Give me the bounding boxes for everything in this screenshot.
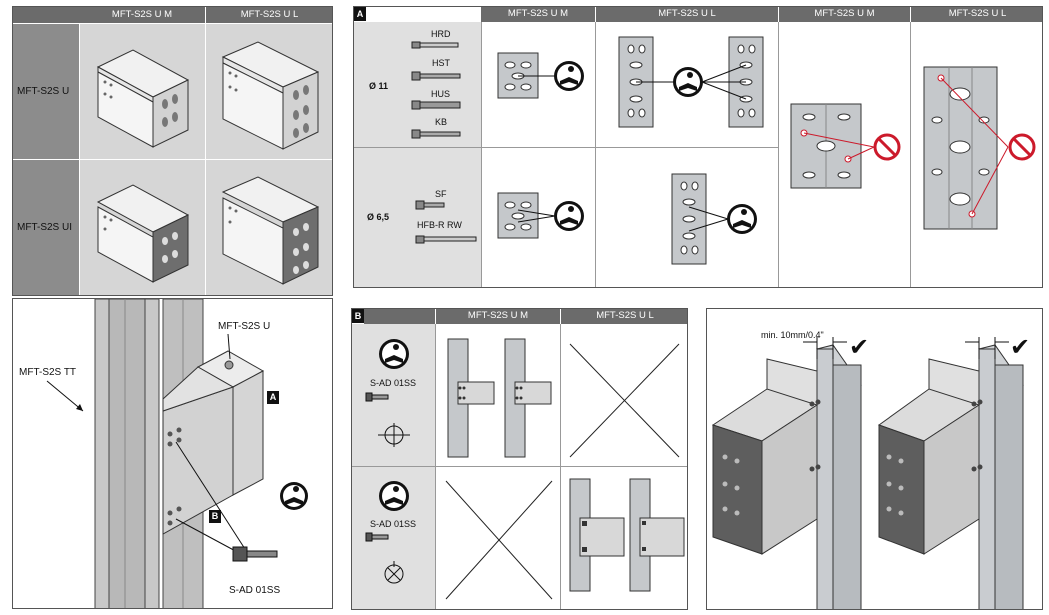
panel-c-spacing-detail: min. 10mm/0.4" ✔ ✔	[706, 308, 1043, 610]
anchor-hus-icon	[411, 100, 461, 110]
panel-a-col-header: MFT-S2S U L	[596, 7, 778, 22]
panel-b-col-header: MFT-S2S U M	[436, 309, 560, 324]
anchor-kb-label: KB	[435, 117, 448, 127]
rail-and-bracket-illustration	[46, 299, 308, 608]
anchor-kb-icon	[411, 129, 461, 139]
anchor-hrd-icon	[411, 41, 459, 49]
matrix-row-header: MFT-S2S UI	[13, 160, 79, 295]
anchor-hst-icon	[411, 71, 461, 81]
bracket-u-l-illustration	[221, 41, 320, 150]
screw-label: S-AD 01SS	[229, 585, 281, 596]
dimension-label: min. 10mm/0.4"	[761, 330, 824, 340]
panel-a-tag: A	[354, 7, 366, 21]
anchor-sf-icon	[415, 200, 445, 210]
panel-b-screw-table: B MFT-S2S U M MFT-S2S U L S-AD 01SS S-AD…	[351, 308, 688, 610]
product-variant-matrix: MFT-S2S U M MFT-S2S U L MFT-S2S U MFT-S2…	[12, 6, 333, 296]
detail-tag-a: A	[267, 391, 279, 404]
anchor-hus-label: HUS	[431, 89, 451, 99]
diameter-6-5-label: Ø 6,5	[367, 212, 390, 222]
anchor-sf-label: SF	[435, 189, 447, 199]
panel-b-header-spacer	[364, 309, 435, 324]
panel-a-col-header: MFT-S2S U M	[481, 7, 595, 22]
anchor-hst-label: HST	[432, 58, 450, 68]
installation-overview: MFT-S2S TT MFT-S2S U S-AD 01SS A B	[12, 298, 333, 609]
bracket-u-m-illustration	[96, 49, 190, 148]
check-mark-right: ✔	[1010, 334, 1031, 361]
bracket-ui-m-illustration	[96, 184, 190, 283]
panel-a-anchor-table: A MFT-S2S U M MFT-S2S U L MFT-S2S U M MF…	[353, 6, 1043, 288]
matrix-col-header: MFT-S2S U M	[79, 7, 205, 23]
check-mark-left: ✔	[849, 334, 870, 361]
anchor-hfb-icon	[415, 235, 477, 244]
row-label-ui: MFT-S2S UI	[17, 222, 73, 233]
panel-a-col-header: MFT-S2S U M	[779, 7, 910, 22]
panel-a-header-spacer	[366, 7, 481, 21]
prohibited-icon	[873, 133, 901, 161]
rail-label: MFT-S2S TT	[19, 367, 77, 378]
panel-a-illustrations	[411, 36, 1036, 265]
detail-tag-b: B	[209, 510, 221, 523]
panel-b-col-header: MFT-S2S U L	[561, 309, 687, 324]
row-label-u: MFT-S2S U	[17, 86, 70, 97]
screw-label-row1: S-AD 01SS	[370, 378, 417, 388]
matrix-row-header: MFT-S2S U	[13, 24, 79, 159]
panel-b-tag: B	[352, 309, 364, 323]
anchor-hfb-label: HFB-R RW	[417, 220, 462, 230]
matrix-corner	[13, 7, 79, 23]
matrix-col-header: MFT-S2S U L	[206, 7, 332, 23]
bracket-label: MFT-S2S U	[218, 321, 271, 332]
anchor-hrd-label: HRD	[431, 29, 451, 39]
bracket-ui-l-illustration	[221, 176, 320, 285]
diameter-11-label: Ø 11	[369, 81, 389, 91]
prohibited-icon	[1008, 133, 1036, 161]
panel-b-illustrations	[365, 338, 685, 600]
panel-a-col-header: MFT-S2S U L	[911, 7, 1042, 22]
screw-label-row2: S-AD 01SS	[370, 519, 417, 529]
panel-c-illustrations	[711, 337, 1024, 609]
